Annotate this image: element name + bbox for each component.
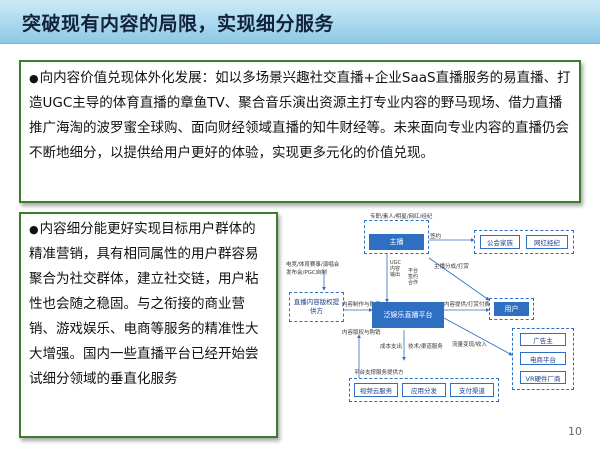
diagram-connectors [322, 238, 513, 390]
left-caption-2: 发布会/PGC自制 [286, 270, 327, 276]
top-caption: 专职/素人/明星/网红/经纪 [370, 214, 433, 220]
bottom-caption: 平台支撑服务提供方 [354, 370, 404, 376]
advertiser-box: 广告主 [520, 333, 566, 346]
guild-box: 公会家族 [480, 235, 520, 249]
anchor-box: 主播 [369, 234, 424, 250]
flow-label-ads: 流量变现/收入 [452, 342, 487, 348]
bullet-icon: ● [29, 223, 39, 236]
flow-label-ugc: UGC内容输出 [390, 260, 402, 278]
flow-label-content-pay: 内容提供/打赏付费 [444, 302, 490, 308]
copyright-provider-box: 直播内容版权提供方 [289, 292, 344, 322]
flow-label-copyright: 内容版权与购销 [342, 330, 381, 336]
page-number: 10 [568, 425, 582, 438]
text-box-value-externalization: ●向内容价值兑现体外化发展：如以多场景兴趣社交直播+企业SaaS直播服务的易直播… [19, 60, 581, 203]
flow-label-contract: 平台签约合作 [408, 268, 419, 286]
vr-vendor-box: VR硬件厂商 [520, 371, 566, 384]
app-distribution-box: 应用分发 [402, 383, 446, 397]
bullet-icon: ● [29, 72, 39, 85]
user-box: 用户 [494, 302, 529, 316]
title-bar: 突破现有内容的局限，实现细分服务 [0, 0, 600, 44]
box2-text: 内容细分能更好实现目标用户群体的精准营销，具有相同属性的用户群容易聚合为社交群体… [29, 221, 259, 387]
flow-label-content-fee: 内容制作与购买 [342, 302, 381, 308]
industry-chain-diagram: 专职/素人/明星/网红/经纪 主播 签约 公会家族 网红经纪 电竞/体育赛事/演… [284, 210, 584, 440]
box1-text: 向内容价值兑现体外化发展：如以多场景兴趣社交直播+企业SaaS直播服务的易直播、… [29, 70, 571, 161]
left-caption-1: 电竞/体育赛事/演唱会 [286, 262, 340, 268]
flow-label-tech: 技术/渠道服务 [408, 344, 443, 350]
influencer-agency-box: 网红经纪 [526, 235, 568, 249]
platform-center-box: 泛娱乐直播平台 [372, 302, 444, 328]
flow-label-tip: 主播分成/打赏 [434, 264, 469, 270]
page-title: 突破现有内容的局限，实现细分服务 [22, 13, 335, 35]
text-box-content-segmentation: ●内容细分能更好实现目标用户群体的精准营销，具有相同属性的用户群容易聚合为社交群… [19, 212, 278, 438]
flow-label-service-cost: 成本支出 [380, 344, 403, 350]
payment-channel-box: 支付渠道 [450, 383, 494, 397]
flow-label-sign: 签约 [430, 234, 442, 240]
ecommerce-box: 电商平台 [520, 352, 566, 365]
video-cloud-box: 视频云服务 [354, 383, 398, 397]
